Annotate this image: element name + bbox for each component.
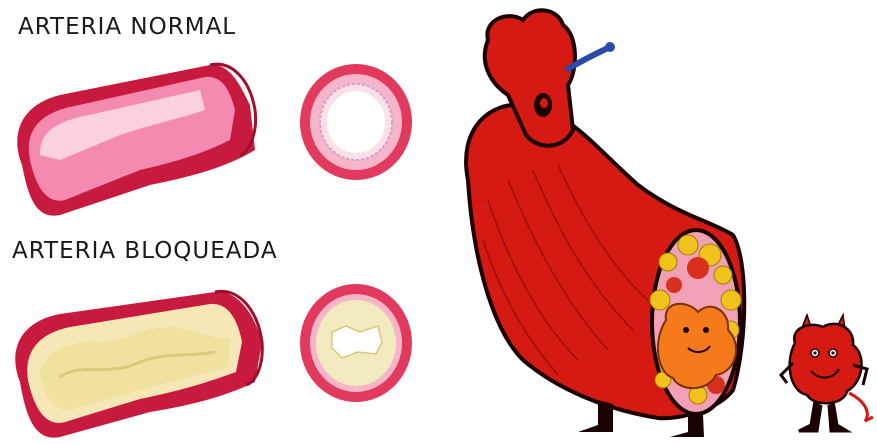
cartoon-artery-character-icon <box>448 0 768 440</box>
normal-artery-label: ARTERIA NORMAL <box>18 14 236 40</box>
blocked-artery-tube-icon <box>0 282 275 444</box>
normal-artery-cross-section-icon <box>298 62 416 182</box>
blocked-artery-cross-section-icon <box>298 282 416 404</box>
blocked-artery-label: ARTERIA BLOQUEADA <box>12 238 278 264</box>
normal-artery-tube-icon <box>0 55 270 225</box>
cholesterol-devil-character-icon <box>775 313 875 441</box>
